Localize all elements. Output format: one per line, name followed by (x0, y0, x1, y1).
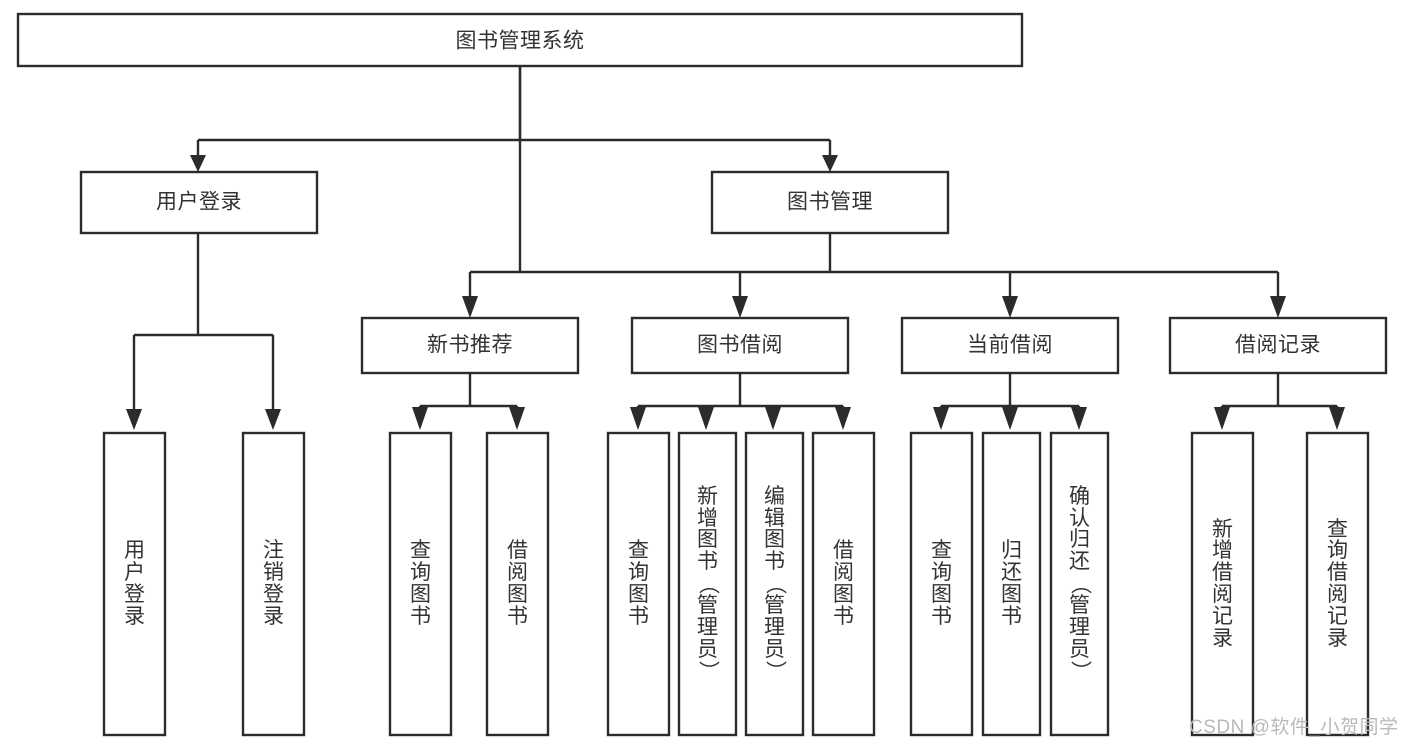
node-current-borrow-label: 当前借阅 (967, 334, 1053, 357)
arrow-head-userlogin (190, 155, 206, 172)
connector-layer (126, 66, 1345, 430)
arrow-head-current-borrow (1002, 296, 1018, 318)
node-leaf-add-record-box[interactable] (1190, 431, 1255, 737)
node-leaf-confirm-return-box[interactable] (1049, 431, 1110, 737)
arrow-head-leaf-user-login (126, 409, 142, 430)
node-leaf-user-login-box[interactable] (102, 431, 167, 737)
arrow-head-leaf-query-book-2 (630, 407, 646, 430)
arrow-head-leaf-query-book-3 (933, 407, 949, 430)
arrow-head-leaf-confirm-return (1071, 407, 1087, 430)
node-leaf-user-logout-box[interactable] (241, 431, 306, 737)
node-book-borrow-box[interactable] (630, 316, 850, 375)
node-book-manage-box[interactable] (710, 170, 950, 235)
node-leaf-query-record-box[interactable] (1305, 431, 1370, 737)
node-leaf-add-book-box[interactable] (677, 431, 738, 737)
node-user-login-box[interactable] (79, 170, 319, 235)
node-borrow-record-label: 借阅记录 (1235, 334, 1321, 357)
node-user-login-label: 用户登录 (156, 191, 242, 214)
arrow-head-leaf-return-book (1002, 407, 1018, 430)
node-leaf-edit-book-box[interactable] (744, 431, 805, 737)
node-leaf-query-book-3-box[interactable] (909, 431, 974, 737)
node-current-borrow-box[interactable] (900, 316, 1120, 375)
node-book-borrow-label: 图书借阅 (697, 334, 783, 357)
node-new-book-recommend-box[interactable] (360, 316, 580, 375)
node-leaf-query-book-1-box[interactable] (388, 431, 453, 737)
node-leaf-return-book-box[interactable] (981, 431, 1042, 737)
arrow-head-leaf-edit-book (765, 407, 781, 430)
arrow-head-leaf-borrow-book-1 (509, 407, 525, 430)
node-root-label: 图书管理系统 (456, 30, 585, 53)
arrow-head-leaf-query-record (1329, 407, 1345, 430)
node-root-box[interactable] (16, 12, 1024, 68)
node-borrow-record-box[interactable] (1168, 316, 1388, 375)
arrow-head-leaf-query-book-1 (412, 407, 428, 430)
node-leaf-borrow-book-2-box[interactable] (811, 431, 876, 737)
arrow-head-leaf-add-book (698, 407, 714, 430)
arrow-head-leaf-borrow-book-2 (835, 407, 851, 430)
node-layer: 图书管理系统 用户登录 图书管理 新书推荐 图书借阅 当前借阅 借阅记录 (16, 12, 1388, 737)
arrow-head-bookmanage (822, 155, 838, 172)
arrow-head-book-borrow (732, 296, 748, 318)
arrow-head-new-book-recommend (462, 296, 478, 318)
arrow-head-leaf-add-record (1214, 407, 1230, 430)
arrow-head-borrow-record (1270, 296, 1286, 318)
node-book-manage-label: 图书管理 (787, 191, 873, 214)
node-leaf-borrow-book-1-box[interactable] (485, 431, 550, 737)
node-leaf-query-book-2-box[interactable] (606, 431, 671, 737)
node-new-book-recommend-label: 新书推荐 (427, 334, 513, 357)
arrow-head-leaf-user-logout (265, 409, 281, 430)
